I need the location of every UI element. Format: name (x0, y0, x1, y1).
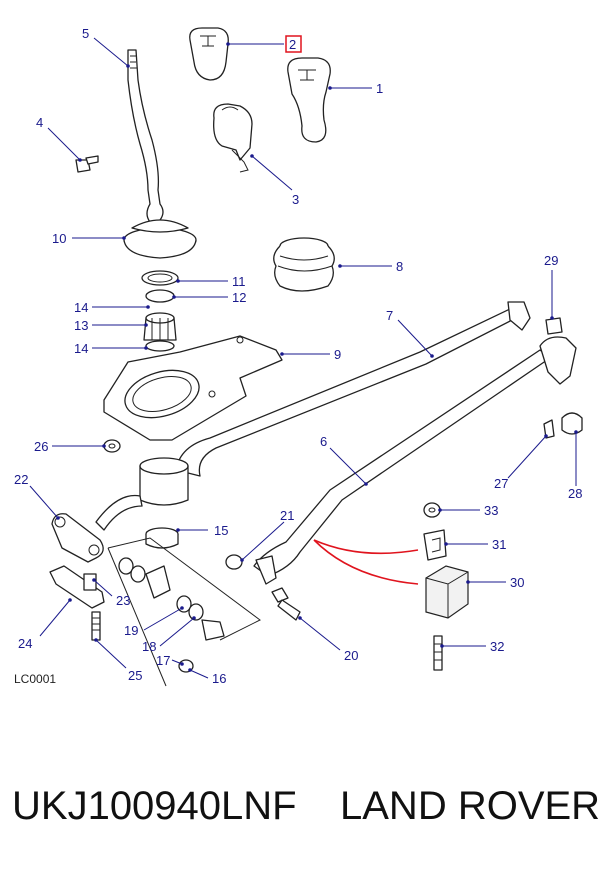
callout-31: 31 (492, 537, 506, 552)
callout-2[interactable]: 2 (289, 37, 296, 52)
callout-2-highlight-box (285, 35, 302, 53)
callout-1: 1 (376, 81, 383, 96)
ring-12 (145, 289, 175, 303)
exploded-parts-diagram: 1 2 3 4 5 6 7 8 9 10 11 12 13 14 14 15 1… (14, 26, 583, 687)
callout-13: 13 (74, 318, 88, 333)
brand-name: LAND ROVER (340, 784, 601, 828)
callout-5: 5 (82, 26, 89, 41)
callout-7: 7 (386, 308, 393, 323)
gear-knob-1 (287, 57, 331, 143)
callout-labels: 1 2 3 4 5 6 7 8 9 10 11 12 13 14 14 15 1… (14, 26, 582, 686)
knob-2 (189, 27, 229, 81)
screw-25 (91, 611, 101, 641)
callout-14-upper: 14 (74, 300, 88, 315)
mounting-plate-9 (103, 335, 283, 441)
leader-lines (29, 37, 578, 679)
callout-16: 16 (212, 671, 226, 686)
callout-19: 19 (124, 623, 138, 638)
gaiter-8 (273, 237, 335, 292)
callout-29: 29 (544, 253, 558, 268)
bush-28 (561, 412, 583, 435)
callout-24: 24 (18, 636, 32, 651)
bolt-4 (75, 155, 99, 173)
selector-rod-7 (175, 301, 531, 477)
callout-12: 12 (232, 290, 246, 305)
bush-set-17-19 (107, 537, 261, 687)
ring-11 (141, 270, 179, 286)
callout-32: 32 (490, 639, 504, 654)
callout-23: 23 (116, 593, 130, 608)
callout-11: 11 (232, 274, 246, 289)
callout-17: 17 (156, 653, 170, 668)
callout-20: 20 (344, 648, 358, 663)
nut-33 (423, 502, 441, 518)
bush-13 (143, 312, 177, 352)
knob-adaptor-3 (213, 103, 253, 173)
callout-28: 28 (568, 486, 582, 501)
selector-rod-6 (253, 336, 577, 585)
callout-14-lower: 14 (74, 341, 88, 356)
gear-lever-5 (127, 49, 164, 223)
callout-8: 8 (396, 259, 403, 274)
callout-26: 26 (34, 439, 48, 454)
bracket-31 (423, 529, 447, 561)
callout-9: 9 (334, 347, 341, 362)
callout-30: 30 (510, 575, 524, 590)
callout-25: 25 (128, 668, 142, 683)
highlight-lines (313, 539, 419, 585)
block-30 (425, 565, 469, 619)
callout-10: 10 (52, 231, 66, 246)
nut-26 (103, 439, 121, 453)
bolt-29 (545, 317, 563, 335)
lever-boot-10 (123, 219, 197, 259)
footer: UKJ100940LNF LAND ROVER (0, 784, 611, 844)
screw-32 (433, 635, 443, 671)
callout-21: 21 (280, 508, 294, 523)
callout-27: 27 (494, 476, 508, 491)
callout-33: 33 (484, 503, 498, 518)
diagram-code: LC0001 (14, 672, 57, 686)
nut-21 (225, 554, 243, 570)
selector-housing (95, 457, 189, 549)
callout-22: 22 (14, 472, 28, 487)
clip-27 (543, 419, 555, 439)
callout-18: 18 (142, 639, 156, 654)
bolt-20 (271, 587, 301, 621)
callout-15: 15 (214, 523, 228, 538)
callout-3: 3 (292, 192, 299, 207)
part-number: UKJ100940LNF (12, 784, 297, 828)
callout-4: 4 (36, 115, 43, 130)
callout-6: 6 (320, 434, 327, 449)
selector-lever-22 (49, 513, 105, 609)
